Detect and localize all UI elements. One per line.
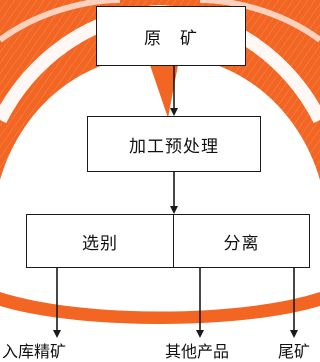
node-raw-ore-label: 原 矿 xyxy=(144,28,198,49)
output-tailings-label: 尾矿 xyxy=(278,342,311,361)
node-beneficiation-label: 选别 xyxy=(82,233,118,254)
node-pretreatment: 加工预处理 xyxy=(87,116,261,172)
node-separation: 分离 xyxy=(173,214,310,268)
output-concentrate-label: 入库精矿 xyxy=(2,342,67,361)
node-raw-ore: 原 矿 xyxy=(96,6,246,66)
node-pretreatment-label: 加工预处理 xyxy=(129,136,219,157)
orange-bottom-arc xyxy=(0,292,320,324)
node-beneficiation: 选别 xyxy=(26,214,174,268)
output-other-products-label: 其他产品 xyxy=(165,342,230,361)
node-separation-label: 分离 xyxy=(223,233,260,254)
orange-spike xyxy=(150,65,178,118)
